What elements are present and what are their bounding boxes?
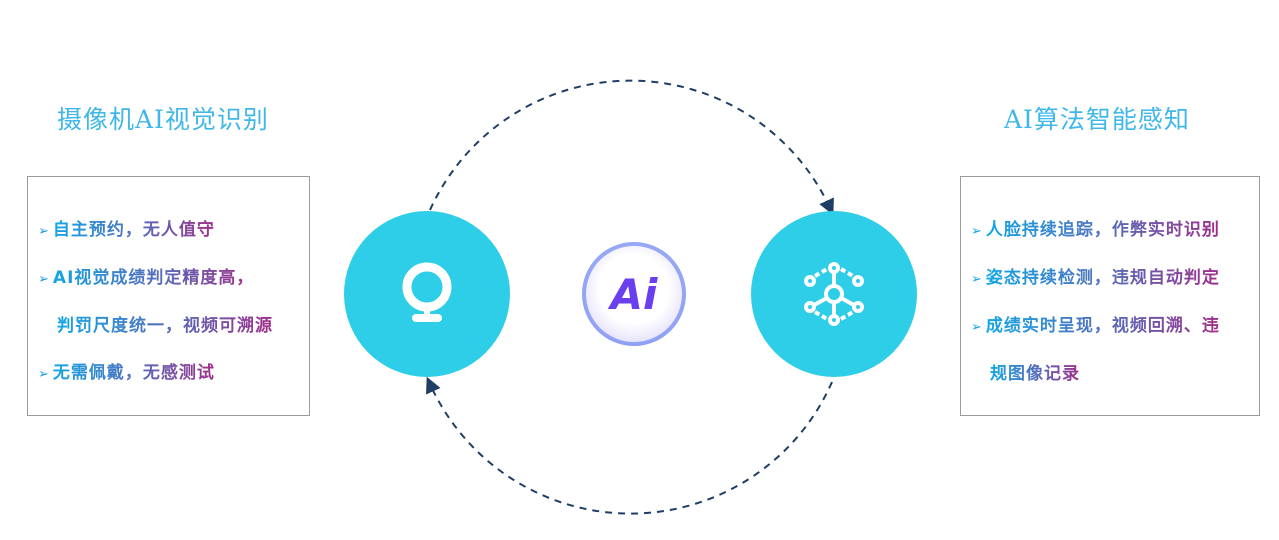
ai-logo-text: Ai — [610, 269, 658, 319]
right-title: AI算法智能感知 — [1004, 105, 1190, 134]
left-feature-box: ➢自主预约，无人值守 ➢AI视觉成绩判定精度高， 判罚尺度统一，视频可溯源 ➢无… — [27, 176, 310, 416]
webcam-icon — [402, 262, 452, 322]
top-arc-arrow — [429, 79, 834, 216]
feature-item: ➢AI视觉成绩判定精度高， — [38, 268, 255, 288]
camera-circle — [344, 211, 510, 377]
feature-item: ➢无需佩戴，无感测试 — [38, 363, 215, 383]
feature-item: 判罚尺度统一，视频可溯源 — [57, 316, 273, 336]
arrow-bullet-icon: ➢ — [38, 272, 49, 287]
feature-item: 规图像记录 — [990, 364, 1080, 384]
arrow-bullet-icon: ➢ — [971, 320, 982, 335]
arrow-bullet-icon: ➢ — [971, 272, 982, 287]
bottom-arc-arrow — [426, 376, 833, 515]
arrow-bullet-icon: ➢ — [38, 224, 49, 239]
feature-item: ➢自主预约，无人值守 — [38, 220, 215, 240]
right-feature-box: ➢人脸持续追踪，作弊实时识别 ➢姿态持续检测，违规自动判定 ➢成绩实时呈现，视频… — [960, 176, 1260, 416]
feature-item: ➢成绩实时呈现，视频回溯、违 — [971, 316, 1220, 336]
network-node-icon — [804, 262, 864, 326]
feature-item: ➢姿态持续检测，违规自动判定 — [971, 268, 1220, 288]
ai-logo: Ai — [582, 242, 686, 346]
arrow-bullet-icon: ➢ — [38, 367, 49, 382]
network-circle — [751, 211, 917, 377]
left-title: 摄像机AI视觉识别 — [57, 105, 269, 134]
feature-item: ➢人脸持续追踪，作弊实时识别 — [971, 220, 1220, 240]
arrow-bullet-icon: ➢ — [971, 224, 982, 239]
